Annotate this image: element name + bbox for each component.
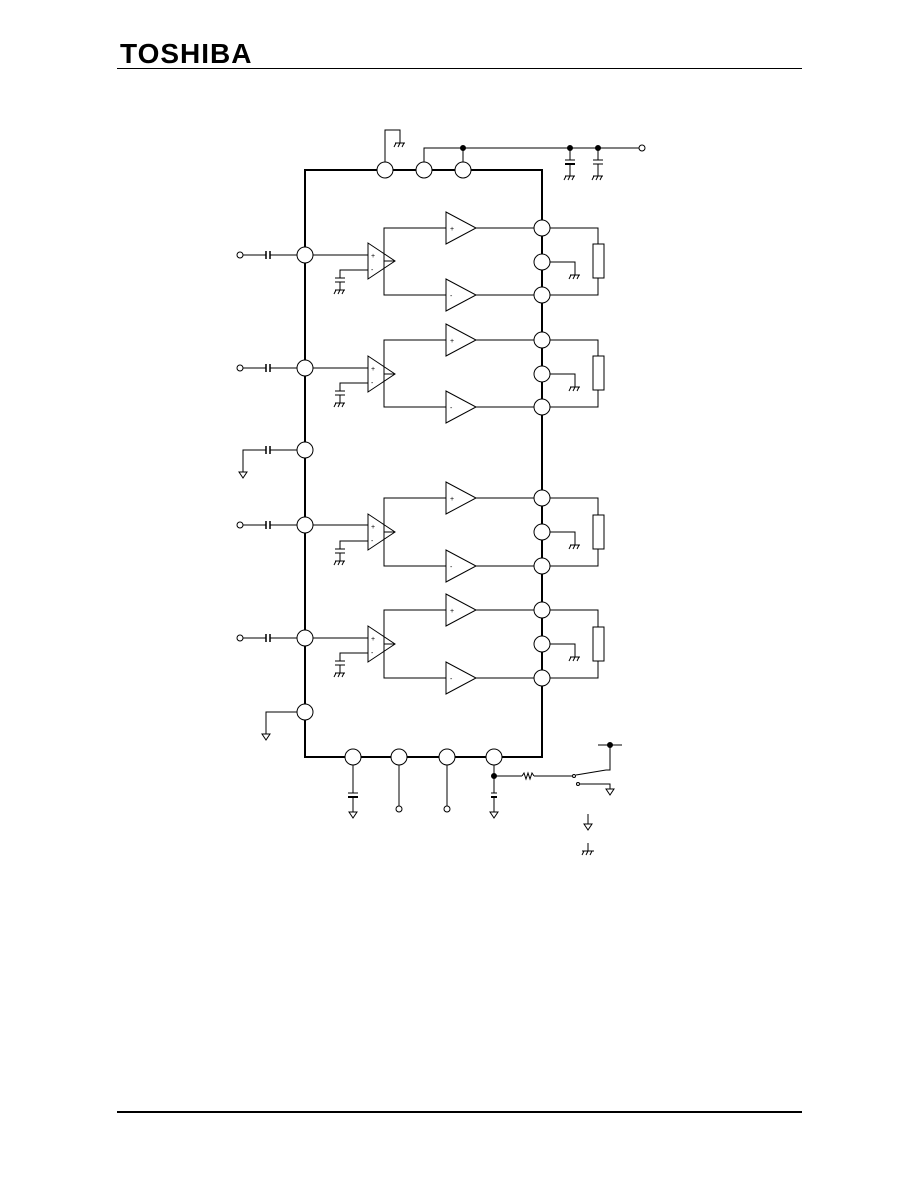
bottom-connections (344, 742, 622, 856)
preamp (367, 513, 396, 551)
input-terminal (236, 251, 244, 259)
pin-out-plus (533, 331, 551, 349)
power-amp-negative (445, 278, 478, 312)
pin-input (296, 516, 314, 534)
output-terminal (443, 805, 451, 813)
pin-pgnd (533, 523, 551, 541)
speaker-load (592, 243, 605, 279)
svg-text:+: + (450, 226, 454, 233)
svg-text:+: + (371, 366, 375, 373)
vcc-terminal (638, 144, 646, 152)
signal-ground-icon (348, 811, 358, 819)
signal-ground-icon (583, 823, 593, 831)
power-amp-positive (445, 323, 478, 357)
pin-vcc-2 (454, 161, 472, 179)
signal-ground-icon (261, 733, 271, 741)
svg-text:-: - (371, 380, 374, 387)
svg-text:+: + (371, 253, 375, 260)
input-terminal (236, 521, 244, 529)
channel-1: + - + - (236, 211, 605, 312)
pin-input (296, 629, 314, 647)
svg-text:-: - (450, 293, 453, 300)
pin-out-minus (533, 669, 551, 687)
output-terminal (395, 805, 403, 813)
svg-text:+: + (371, 636, 375, 643)
speaker-load (592, 355, 605, 391)
preamp (367, 355, 396, 393)
channel-2: + - + - (236, 323, 605, 424)
svg-text:-: - (450, 676, 453, 683)
top-connections (376, 129, 646, 181)
pin-bottom-2 (390, 748, 408, 766)
svg-text:-: - (450, 564, 453, 571)
toshiba-logo: TOSHIBA (120, 38, 253, 69)
svg-text:+: + (371, 524, 375, 531)
junction-dot (607, 742, 613, 748)
speaker-load (592, 514, 605, 550)
footer-rule (117, 1111, 802, 1113)
pin-ripple (344, 748, 362, 766)
svg-text:+: + (450, 338, 454, 345)
header-rule (117, 68, 802, 69)
ac-ground-pin (238, 441, 314, 479)
channel-4: + - + - (236, 593, 605, 695)
pin-out-minus (533, 557, 551, 575)
svg-text:-: - (371, 538, 374, 545)
power-amp-negative (445, 390, 478, 424)
pin-out-minus (533, 398, 551, 416)
input-terminal (236, 364, 244, 372)
switch-contact (572, 774, 576, 778)
ground-icon (393, 142, 405, 148)
pin-pgnd (533, 365, 551, 383)
svg-text:-: - (371, 267, 374, 274)
pin-pgnd (533, 253, 551, 271)
power-amp-positive (445, 211, 478, 245)
channel-3: + - + - (236, 481, 605, 583)
pin-input (296, 246, 314, 264)
speaker-load (592, 626, 605, 662)
svg-text:-: - (371, 650, 374, 657)
pin-input (296, 359, 314, 377)
pin-ac-gnd (296, 441, 314, 459)
power-amp-negative (445, 661, 478, 695)
input-terminal (236, 634, 244, 642)
pin-standby (485, 748, 503, 766)
pin-pgnd (533, 635, 551, 653)
power-amp-positive (445, 481, 478, 515)
pin-bottom-3 (438, 748, 456, 766)
svg-text:+: + (450, 496, 454, 503)
power-amp-positive (445, 593, 478, 627)
pin-out-minus (533, 286, 551, 304)
electrolytic-capacitor-icon (563, 148, 575, 181)
pin-vcc-1 (415, 161, 433, 179)
pin-pre-gnd (296, 703, 314, 721)
preamp (367, 242, 396, 280)
pre-gnd-pin (261, 703, 314, 741)
pin-out-plus (533, 601, 551, 619)
svg-text:+: + (450, 608, 454, 615)
pin-gnd-top (376, 161, 394, 179)
switch-lever (575, 769, 607, 776)
pin-out-plus (533, 489, 551, 507)
capacitor-icon (591, 148, 603, 181)
pin-out-plus (533, 219, 551, 237)
svg-text:-: - (450, 405, 453, 412)
signal-ground-icon (605, 788, 615, 796)
switch-contact (576, 782, 580, 786)
junction-dot (460, 145, 466, 151)
ground-icon (581, 850, 594, 856)
signal-ground-icon (238, 471, 248, 479)
resistor-icon (521, 771, 535, 781)
ic-body (304, 169, 543, 758)
signal-ground-icon (489, 811, 499, 819)
power-amp-negative (445, 549, 478, 583)
preamp (367, 625, 396, 663)
